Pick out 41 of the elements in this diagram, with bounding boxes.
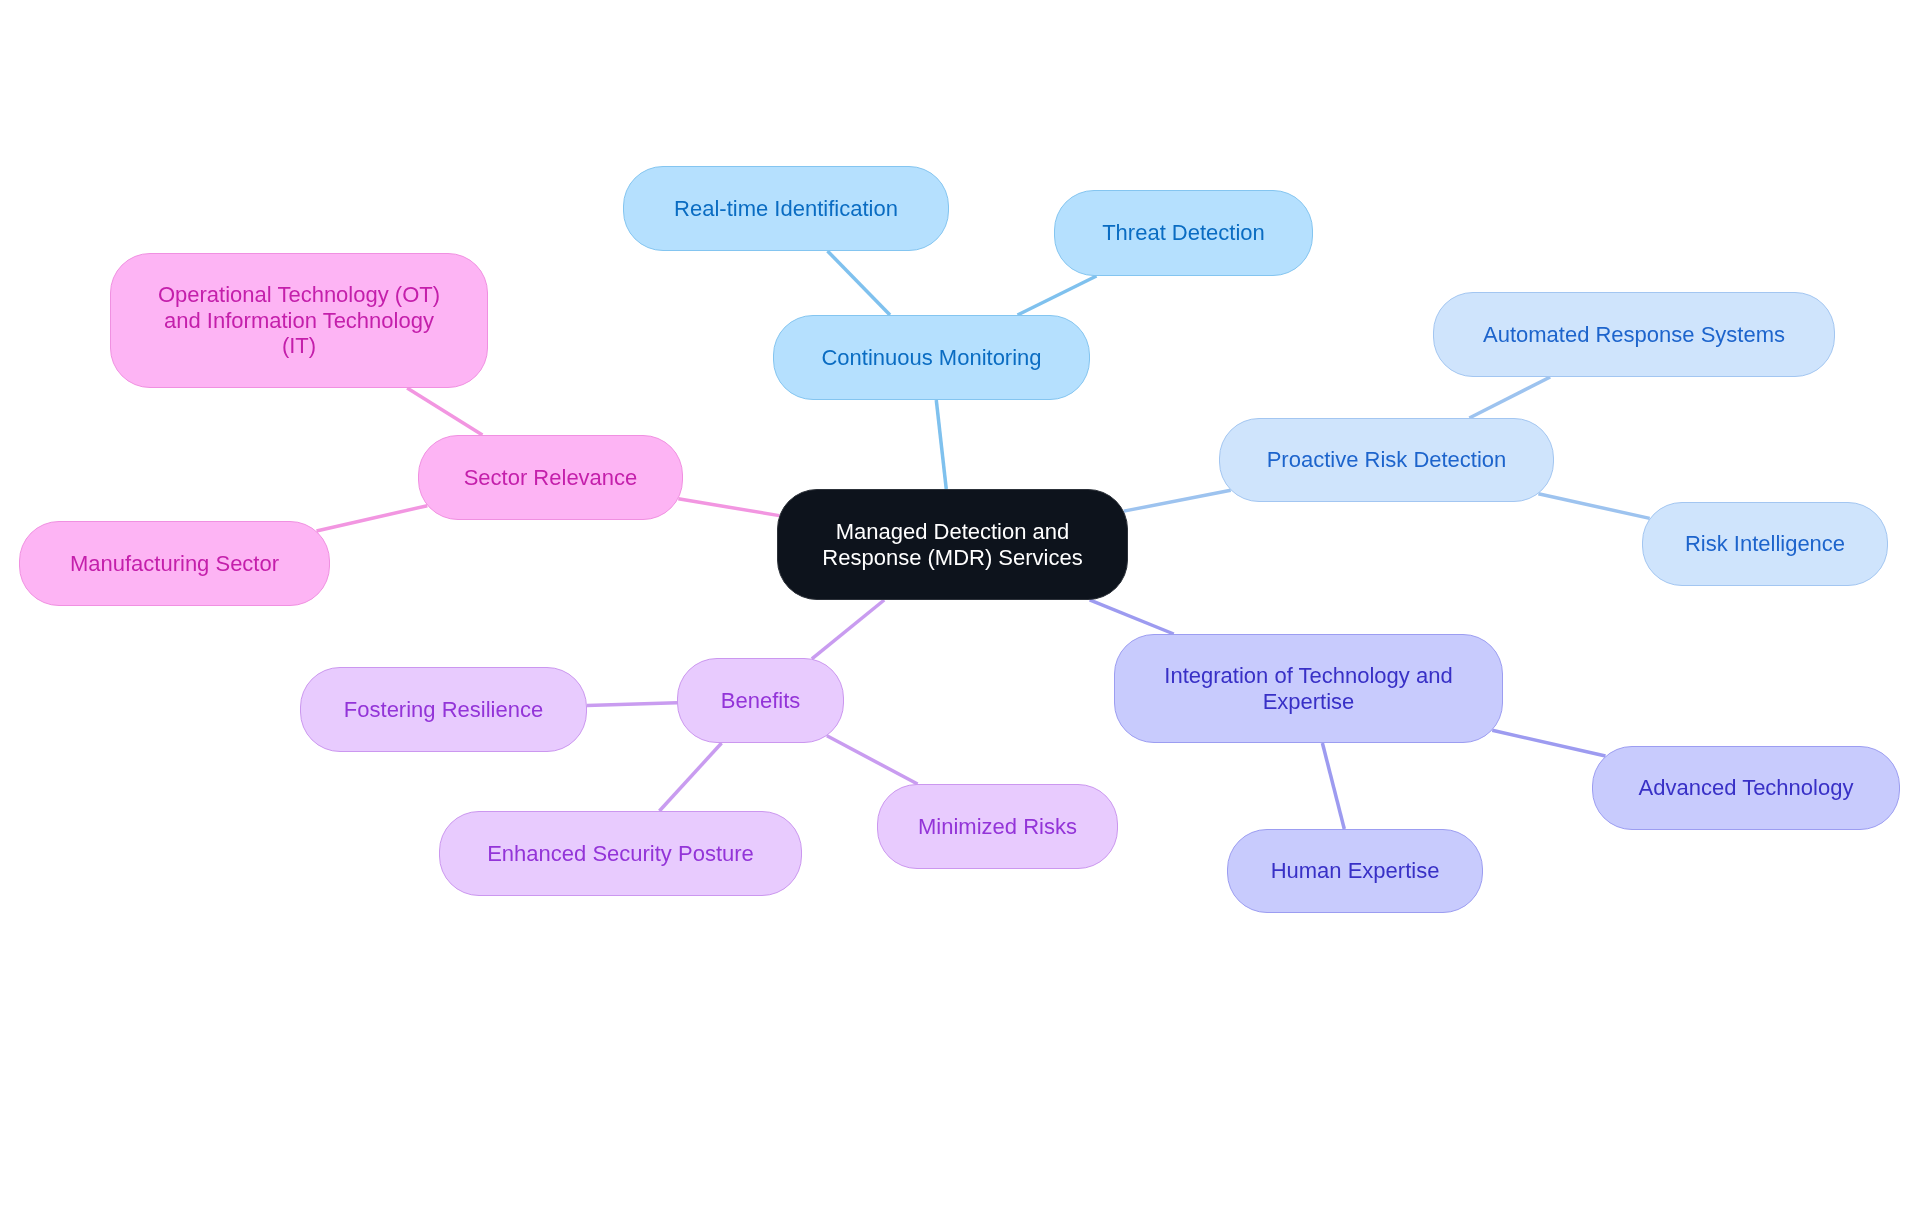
topic-label: Sector Relevance <box>463 464 638 491</box>
connector-line <box>316 503 428 533</box>
connector-line <box>406 386 484 437</box>
topic-label: Threat Detection <box>1102 220 1265 246</box>
topic-label: Continuous Monitoring <box>821 344 1042 371</box>
topic-node <box>1219 418 1554 502</box>
topic-label: Real-time Identification <box>674 195 898 222</box>
topic-label: Operational Technology (OT) and Information Technology (IT) <box>156 281 442 360</box>
connector-line <box>1123 488 1232 513</box>
topic-label: Minimized Risks <box>918 813 1077 840</box>
connector-line <box>826 249 892 317</box>
topic-node <box>19 521 330 606</box>
connector-line <box>1320 742 1346 830</box>
topic-label: Advanced Technology <box>1638 775 1854 801</box>
connector-line <box>1468 375 1551 420</box>
topic-label: Fostering Resilience <box>343 696 544 723</box>
connector-line <box>934 399 948 490</box>
topic-node <box>1642 502 1888 586</box>
topic-label: Proactive Risk Detection <box>1266 447 1507 473</box>
topic-label: Risk Intelligence <box>1684 531 1846 557</box>
topic-label: Manufacturing Sector <box>69 550 280 577</box>
connector-line <box>586 701 678 708</box>
topic-label: Benefits <box>720 687 801 714</box>
connector-line <box>810 598 886 661</box>
topic-label: Managed Detection and Response (MDR) Services <box>821 518 1084 571</box>
topic-label: Integration of Technology and Expertise <box>1163 662 1454 715</box>
connector-line <box>826 734 919 786</box>
topic-node <box>418 435 683 520</box>
topic-label: Automated Response Systems <box>1482 321 1785 348</box>
connector-line <box>1491 728 1606 758</box>
connector-line <box>1088 598 1175 636</box>
connector-line <box>1016 274 1098 317</box>
central-topic-node <box>777 489 1128 600</box>
connector-line <box>678 497 780 518</box>
topic-label: Enhanced Security Posture <box>487 840 754 867</box>
connector-line <box>1538 492 1651 521</box>
topic-node <box>1114 634 1503 743</box>
topic-label: Human Expertise <box>1270 858 1440 884</box>
topic-node <box>1592 746 1900 830</box>
topic-node <box>110 253 488 388</box>
connector-line <box>658 741 723 813</box>
